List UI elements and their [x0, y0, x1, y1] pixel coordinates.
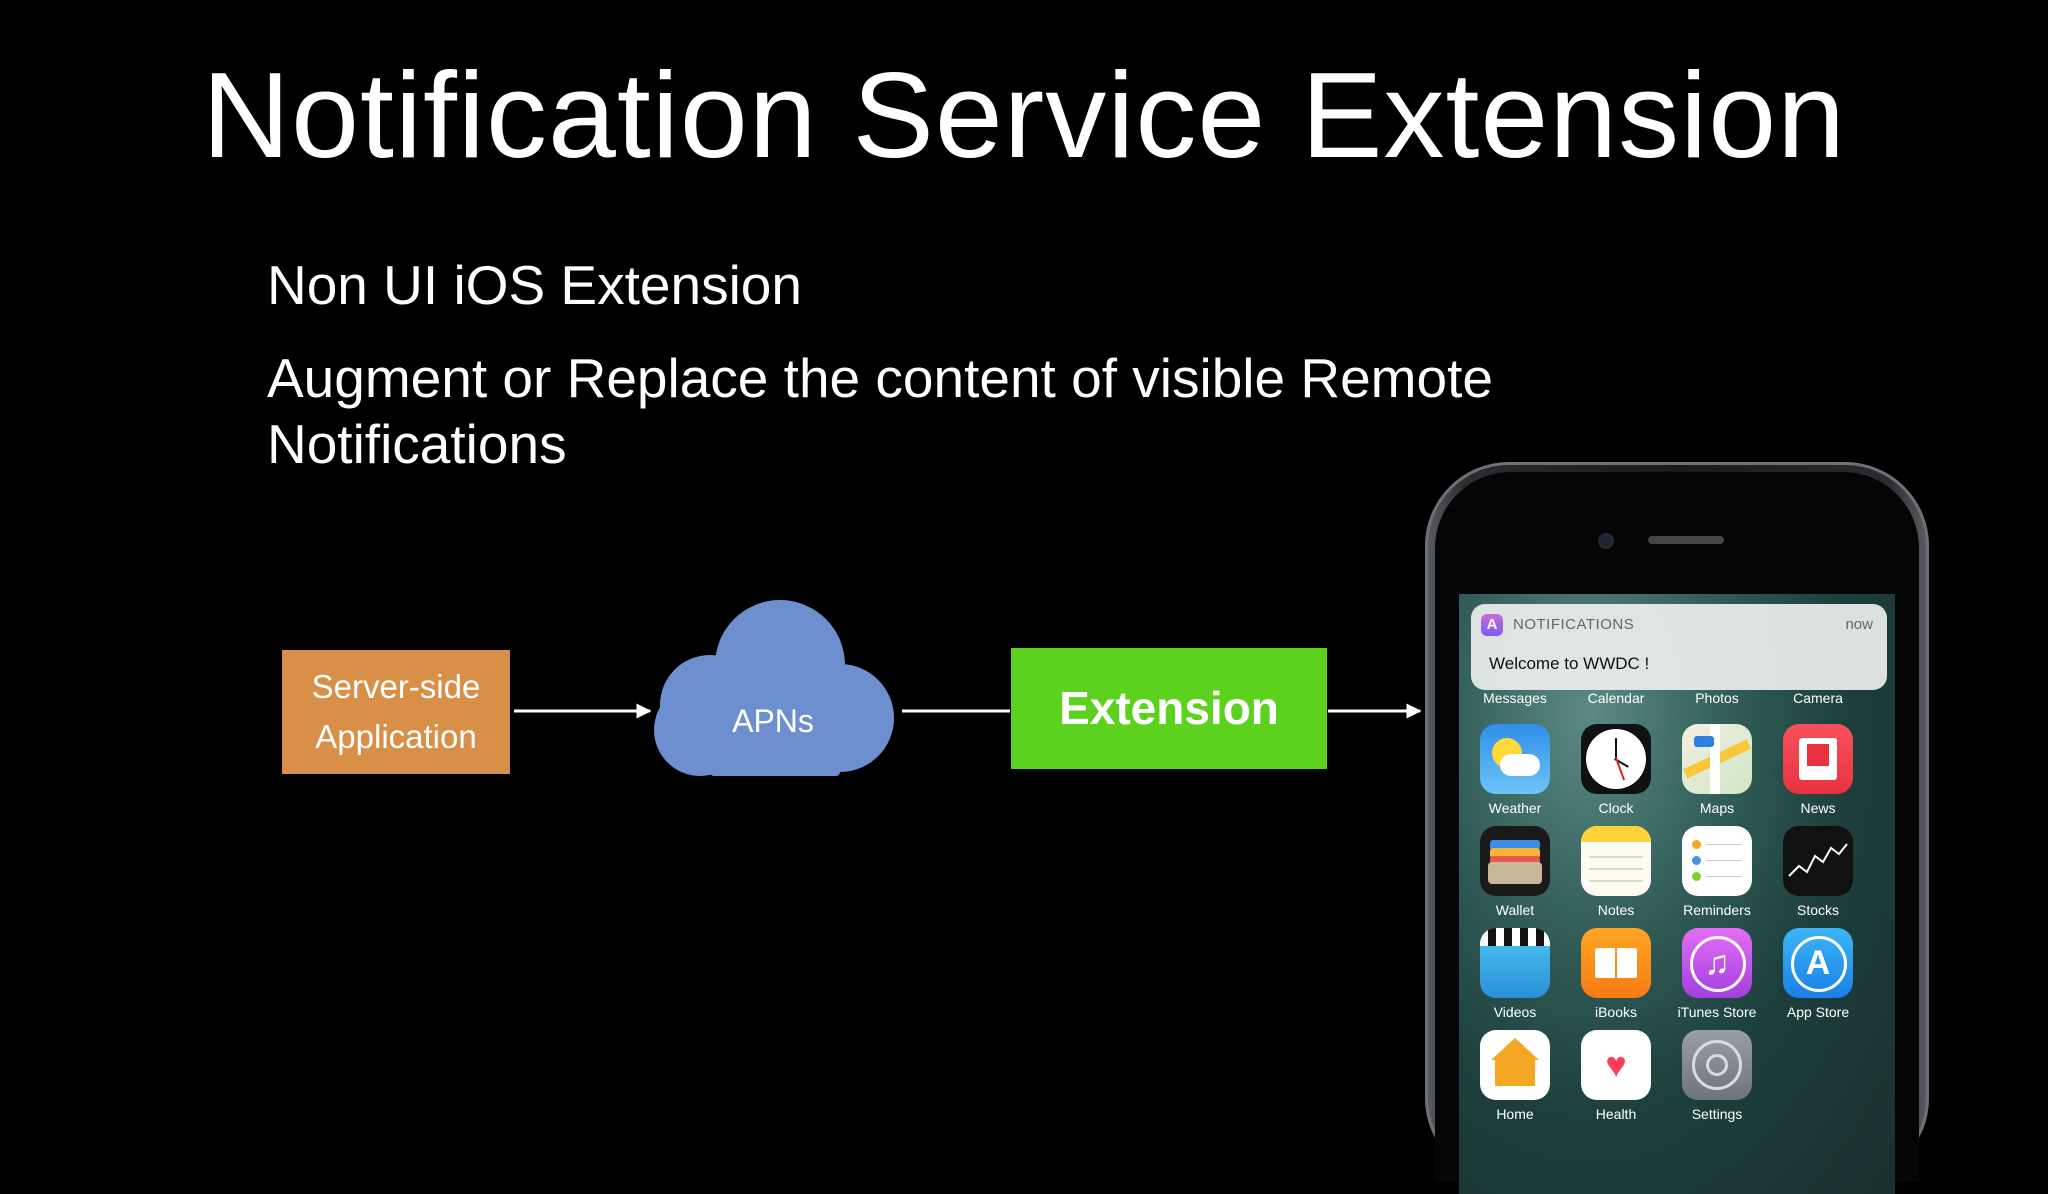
- flow-diagram: Server-side Application APNs Extension: [282, 600, 1422, 776]
- phone-screen: Messages Calendar Photos Camera Weather: [1459, 594, 1895, 1194]
- notification-body: Welcome to WWDC !: [1489, 654, 1650, 673]
- app-clock[interactable]: Clock: [1571, 724, 1661, 816]
- settings-icon: [1682, 1030, 1752, 1100]
- app-store-icon: A: [1481, 614, 1503, 636]
- server-node: [282, 650, 510, 774]
- app-messages[interactable]: Messages: [1483, 690, 1547, 706]
- extension-node: [1011, 648, 1327, 769]
- notes-icon: [1581, 826, 1651, 896]
- app-settings[interactable]: Settings: [1672, 1030, 1762, 1122]
- bullet-1: Non UI iOS Extension: [267, 254, 802, 316]
- stocks-icon: [1783, 826, 1853, 896]
- app-store-icon: A: [1783, 928, 1853, 998]
- server-label-line2: Application: [315, 718, 476, 755]
- iphone-device: Messages Calendar Photos Camera Weather: [1425, 462, 1929, 1194]
- clock-icon: [1581, 724, 1651, 794]
- notification-app-name: NOTIFICATIONS: [1513, 616, 1635, 633]
- weather-icon: [1480, 724, 1550, 794]
- app-home[interactable]: Home: [1470, 1030, 1560, 1122]
- slide-title: Notification Service Extension: [202, 47, 1846, 183]
- app-weather[interactable]: Weather: [1470, 724, 1560, 816]
- wallet-icon: [1480, 826, 1550, 896]
- app-stocks[interactable]: Stocks: [1773, 826, 1863, 918]
- home-icon: [1480, 1030, 1550, 1100]
- app-maps[interactable]: Maps: [1672, 724, 1762, 816]
- reminders-icon: [1682, 826, 1752, 896]
- maps-icon: [1682, 724, 1752, 794]
- bullet-2: Augment or Replace the content of visibl…: [267, 347, 1493, 475]
- server-label-line1: Server-side: [312, 668, 481, 705]
- app-itunes-store[interactable]: ♫ iTunes Store: [1672, 928, 1762, 1020]
- ibooks-icon: [1581, 928, 1651, 998]
- itunes-store-icon: ♫: [1682, 928, 1752, 998]
- news-icon: [1783, 724, 1853, 794]
- apns-cloud: [654, 600, 894, 776]
- apns-label: APNs: [732, 703, 814, 739]
- app-videos[interactable]: Videos: [1470, 928, 1560, 1020]
- app-reminders[interactable]: Reminders: [1672, 826, 1762, 918]
- app-camera[interactable]: Camera: [1793, 690, 1843, 706]
- health-icon: ♥: [1581, 1030, 1651, 1100]
- app-wallet[interactable]: Wallet: [1470, 826, 1560, 918]
- app-news[interactable]: News: [1773, 724, 1863, 816]
- app-app-store[interactable]: A App Store: [1773, 928, 1863, 1020]
- notification-time: now: [1845, 616, 1873, 633]
- app-photos[interactable]: Photos: [1695, 690, 1739, 706]
- front-camera-icon: [1600, 535, 1612, 547]
- speaker-grille: [1648, 536, 1724, 544]
- extension-label: Extension: [1059, 682, 1279, 734]
- app-health[interactable]: ♥ Health: [1571, 1030, 1661, 1122]
- app-ibooks[interactable]: iBooks: [1571, 928, 1661, 1020]
- notification-banner[interactable]: A NOTIFICATIONS now Welcome to WWDC !: [1471, 604, 1887, 690]
- videos-icon: [1480, 928, 1550, 998]
- app-notes[interactable]: Notes: [1571, 826, 1661, 918]
- app-calendar[interactable]: Calendar: [1587, 690, 1645, 706]
